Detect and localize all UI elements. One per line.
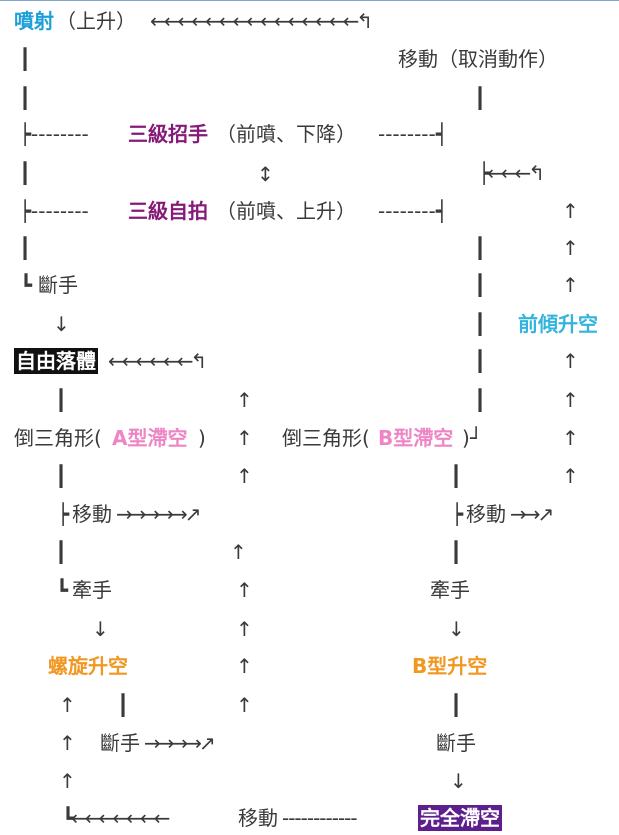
node-third-wave-note: （前噴、下降）: [216, 122, 356, 146]
connector-pipe: ┃: [55, 464, 68, 488]
connector-pipe: ┃: [19, 236, 32, 260]
connector-pipe: ┃: [474, 349, 487, 373]
node-jet-shot: 噴射: [14, 9, 54, 33]
connector-up: ↑: [562, 349, 579, 373]
node-inverted-tri-a-type: A型滯空: [112, 426, 188, 450]
node-forward-lean-rise: 前傾升空: [518, 312, 598, 336]
node-move-bottom: 移動: [238, 806, 278, 830]
connector-corner: ┗: [56, 578, 69, 602]
connector-break-2-arrows: →→→→↗: [144, 731, 216, 755]
connector-wave-right: --------┥: [378, 122, 448, 146]
connector-down: ↓: [448, 617, 465, 641]
connector-clap-left: ┝--------: [19, 199, 89, 223]
connector-up: ↑: [562, 464, 579, 488]
node-move-2: 移動: [466, 502, 506, 526]
connector-up: ↑: [236, 464, 253, 488]
node-inverted-tri-b-type: B型滯空: [378, 426, 454, 450]
connector-up: ↑: [236, 578, 253, 602]
node-inverted-tri-a-prefix: 倒三角形(: [14, 426, 102, 450]
connector-pipe: ┃: [474, 236, 487, 260]
node-pull-hand-1: 牽手: [72, 578, 112, 602]
connector-up: ↑: [562, 426, 579, 450]
node-third-clap-note: （前噴、上升）: [216, 199, 356, 223]
connector-clap-right: --------┥: [378, 199, 448, 223]
connector-move-1-arrows: →→→→→↗: [116, 502, 202, 526]
node-break-hand-1: 斷手: [38, 273, 78, 297]
connector-up: ↑: [562, 236, 579, 260]
connector-pipe: ┃: [474, 388, 487, 412]
connector-pipe: ┃: [19, 47, 32, 71]
connector-up: ↑: [236, 693, 253, 717]
connector-up: ↑: [59, 769, 76, 793]
connector-pipe: ┃: [117, 693, 130, 717]
connector-pipe: ┃: [450, 540, 463, 564]
connector-branch: ┝: [451, 502, 464, 526]
node-break-hand-3: 斷手: [436, 731, 476, 755]
connector-pipe: ┃: [450, 693, 463, 717]
node-inverted-tri-b-close: ): [462, 426, 470, 450]
connector-right-branch: ┝←←←↰: [478, 161, 545, 185]
node-third-clap: 三級自拍: [128, 199, 208, 223]
connector-up: ↑: [59, 693, 76, 717]
node-full-hover: 完全滯空: [418, 805, 502, 831]
connector-pipe: ┃: [19, 161, 32, 185]
connector-top-return: ←←←←←←←←←←←←←←←↰: [150, 9, 373, 33]
connector-up: ↑: [562, 199, 579, 223]
connector-b-close: ┘: [470, 426, 483, 450]
connector-up: ↑: [236, 617, 253, 641]
connector-up: ↑: [59, 731, 76, 755]
connector-down: ↓: [92, 617, 109, 641]
node-move-1: 移動: [72, 502, 112, 526]
node-free-fall: 自由落體: [14, 348, 98, 374]
node-break-hand-2: 斷手: [100, 731, 140, 755]
connector-pipe: ┃: [450, 464, 463, 488]
connector-wave-left: ┝--------: [19, 122, 89, 146]
connector-branch: ┝: [57, 502, 70, 526]
connector-move-2-arrows: →→↗: [510, 502, 554, 526]
connector-pipe: ┃: [55, 388, 68, 412]
connector-pipe: ┃: [19, 86, 32, 110]
node-pull-hand-2: 牽手: [430, 578, 470, 602]
connector-up: ↑: [230, 540, 247, 564]
connector-up: ↑: [236, 426, 253, 450]
connector-bottom-arrows: ┗←←←←←←←: [62, 806, 170, 830]
connector-up: ↑: [562, 388, 579, 412]
connector-pipe: ┃: [474, 86, 487, 110]
node-third-wave: 三級招手: [128, 122, 208, 146]
node-inverted-tri-b-prefix: 倒三角形(: [282, 426, 370, 450]
connector-updown: ↕: [257, 162, 274, 186]
connector-pipe: ┃: [474, 312, 487, 336]
node-spiral-rise: 螺旋升空: [48, 654, 128, 678]
node-inverted-tri-a-close: ): [198, 426, 206, 450]
node-jet-shot-note: （上升）: [56, 9, 136, 33]
connector-up: ↑: [562, 273, 579, 297]
node-b-rise: B型升空: [412, 654, 488, 678]
connector-down: ↓: [450, 769, 467, 793]
connector-free-fall-return: ←←←←←←↰: [108, 349, 207, 373]
connector-pipe: ┃: [55, 540, 68, 564]
node-move-cancel: 移動（取消動作）: [398, 47, 558, 71]
connector-up: ↑: [236, 388, 253, 412]
connector-corner: ┗: [20, 273, 33, 297]
connector-bottom-dash: ------------: [282, 806, 358, 830]
connector-up: ↑: [236, 654, 253, 678]
connector-down: ↓: [53, 312, 70, 336]
connector-pipe: ┃: [474, 273, 487, 297]
